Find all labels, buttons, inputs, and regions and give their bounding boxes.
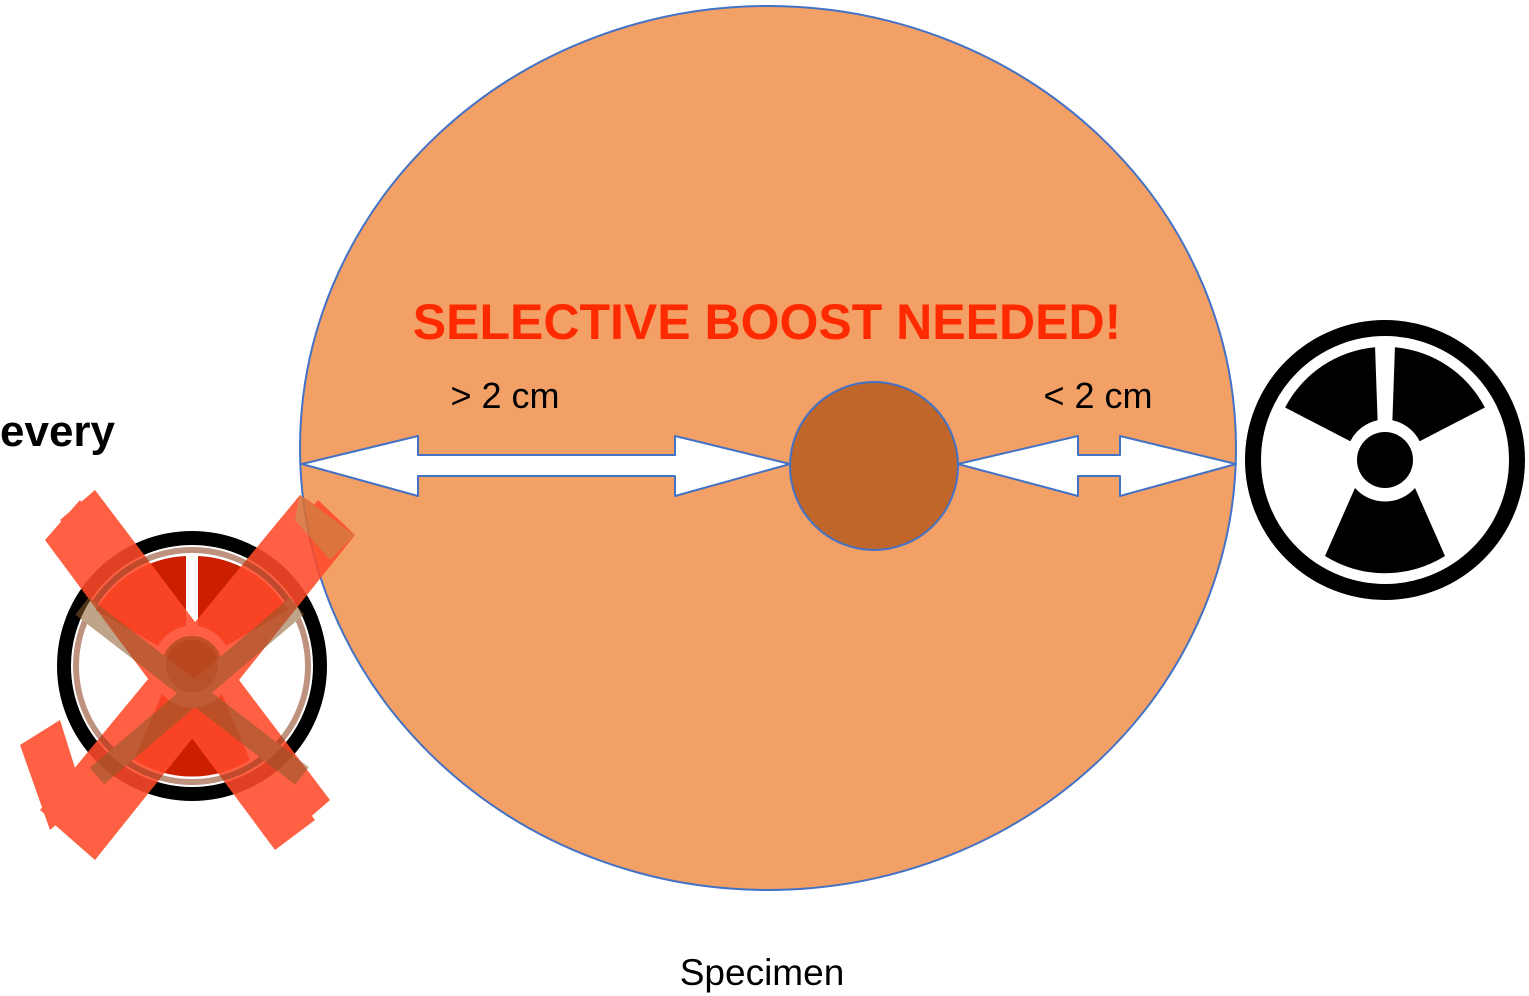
left-margin-double-arrow bbox=[301, 435, 791, 497]
specimen-circle bbox=[299, 5, 1237, 891]
right-margin-double-arrow bbox=[957, 435, 1237, 497]
left-distance-label: > 2 cm bbox=[450, 375, 559, 416]
right-distance-label: < 2 cm bbox=[1043, 375, 1152, 416]
specimen-caption: Specimen bbox=[680, 952, 845, 993]
left-fragment-text: every bbox=[0, 407, 116, 456]
tumor-circle bbox=[789, 381, 959, 551]
radiation-icon bbox=[1245, 320, 1525, 600]
crossed-out-radiation-icon bbox=[20, 490, 355, 860]
headline: SELECTIVE BOOST NEEDED! bbox=[413, 294, 1121, 350]
